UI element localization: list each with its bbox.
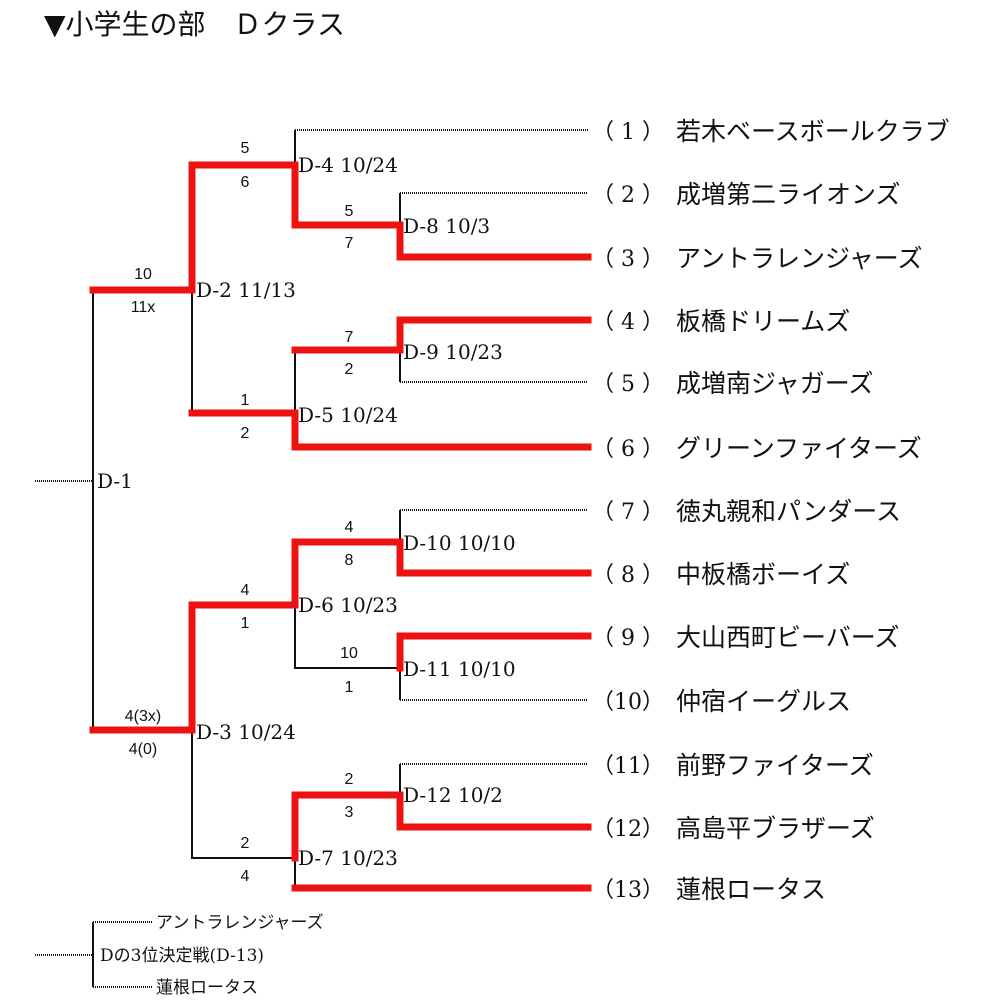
score-top: 2: [241, 835, 250, 852]
third-place-label: Dの3位決定戦(D-13): [100, 946, 264, 966]
winner-path: [396, 632, 592, 672]
score-bottom: 1: [241, 615, 250, 632]
score-top: 1: [241, 392, 250, 409]
team-name: 仲宿イーグルス: [676, 687, 851, 716]
third-place-team-top: アントラレンジャーズ: [156, 913, 324, 933]
score-top: 5: [345, 203, 354, 220]
team-name: 高島平ブラザーズ: [676, 814, 875, 843]
page-title: ▼小学生の部 Ｄクラス: [44, 8, 345, 41]
team-name: グリーンファイターズ: [676, 434, 922, 463]
score-bottom: 7: [345, 235, 354, 252]
score-bottom: 8: [345, 552, 354, 569]
team-number: （ 6 ）: [592, 437, 664, 462]
team-number: （ 8 ）: [592, 563, 664, 588]
match-label: D-10 10/10: [403, 531, 516, 555]
team-name: アントラレンジャーズ: [676, 244, 923, 273]
bracket-line: [294, 605, 400, 669]
winner-path: [291, 791, 592, 862]
match-label: D-11 10/10: [403, 657, 516, 681]
team-number: （ 9 ）: [592, 626, 664, 651]
match-label: D-12 10/2: [403, 783, 503, 807]
team-number: （ 3 ）: [592, 247, 664, 272]
third-place-playoff: アントラレンジャーズ Dの3位決定戦(D-13) 蓮根ロータス: [35, 913, 324, 998]
team-name: 成増第二ライオンズ: [676, 180, 901, 209]
team-number: （12）: [592, 817, 664, 842]
team-name: 大山西町ビーバーズ: [676, 623, 900, 652]
team-name: 成増南ジャガーズ: [676, 369, 874, 398]
team-number: （ 4 ）: [592, 310, 664, 335]
score-top: 10: [340, 645, 358, 662]
winner-path: [89, 161, 592, 294]
team-list: （ 1 ） 若木ベースボールクラブ （ 2 ） 成増第二ライオンズ （ 3 ） …: [592, 117, 950, 904]
team-number: （11）: [592, 754, 664, 779]
team-number: （ 7 ）: [592, 500, 664, 525]
score-bottom: 11x: [131, 299, 156, 316]
third-place-team-bottom: 蓮根ロータス: [156, 978, 258, 998]
team-name: 板橋ドリームズ: [676, 307, 850, 336]
score-top: 4(3x): [125, 708, 161, 725]
match-label: D-8 10/3: [403, 214, 490, 238]
team-name: 徳丸親和パンダース: [676, 497, 901, 526]
match-label: D-2 11/13: [196, 278, 296, 302]
team-name: 蓮根ロータス: [676, 875, 826, 904]
winner-path: [188, 409, 592, 451]
match-labels: D-8 10/3 D-9 10/23 D-10 10/10 D-11 10/10…: [97, 153, 516, 870]
score-bottom: 6: [241, 174, 250, 191]
bracket-lines: [35, 129, 588, 888]
team-number: （ 1 ）: [592, 120, 664, 145]
score-bottom: 2: [241, 425, 250, 442]
team-name: 中板橋ボーイズ: [676, 560, 850, 589]
team-name: 若木ベースボールクラブ: [676, 117, 950, 146]
team-number: （13）: [592, 878, 664, 903]
score-bottom: 4(0): [129, 741, 157, 758]
score-top: 4: [241, 582, 250, 599]
winner-paths: [89, 161, 592, 892]
match-label: D-1: [97, 469, 133, 493]
winner-path: [89, 538, 592, 734]
score-bottom: 4: [241, 868, 250, 885]
match-label: D-3 10/24: [196, 720, 296, 744]
score-bottom: 2: [345, 361, 354, 378]
score-top: 7: [345, 329, 354, 346]
score-top: 10: [134, 266, 152, 283]
match-label: D-5 10/24: [298, 403, 398, 427]
score-top: 5: [241, 140, 250, 157]
team-number: （10）: [592, 690, 664, 715]
match-label: D-9 10/23: [403, 340, 503, 364]
bracket-line: [191, 730, 295, 859]
scores: 5 7 7 2 4 8 10 1 2 3 5 6 1 2 4 1 2 4 10 …: [125, 140, 358, 885]
match-label: D-7 10/23: [298, 846, 398, 870]
team-number: （ 2 ）: [592, 183, 664, 208]
team-name: 前野ファイターズ: [676, 751, 874, 780]
score-top: 2: [345, 771, 354, 788]
score-top: 4: [345, 519, 354, 536]
match-label: D-6 10/23: [298, 593, 398, 617]
score-bottom: 3: [345, 804, 354, 821]
winner-path: [291, 316, 592, 354]
score-bottom: 1: [345, 679, 354, 696]
team-number: （ 5 ）: [592, 372, 664, 397]
match-label: D-4 10/24: [298, 153, 398, 177]
